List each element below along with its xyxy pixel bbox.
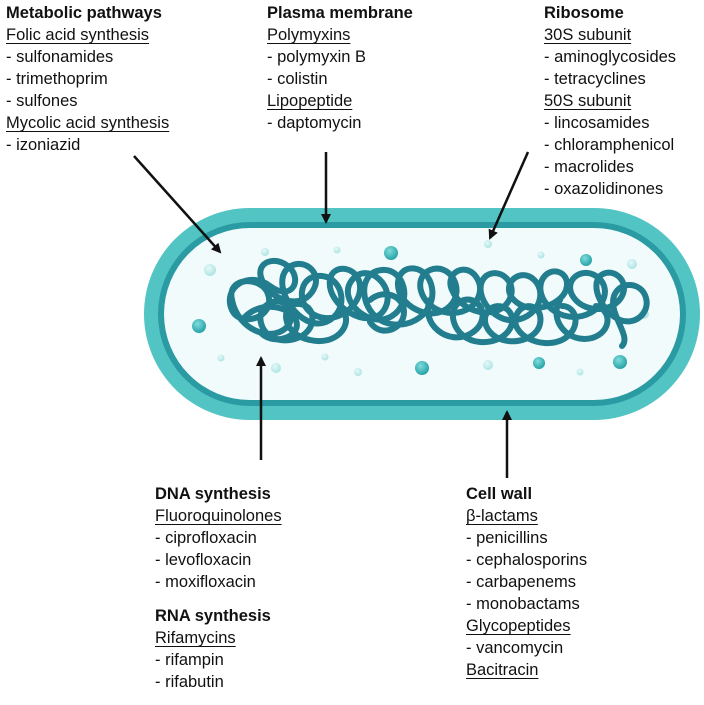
membrane-drug-item: - polymyxin B bbox=[267, 48, 367, 66]
dna-drug-item: - levofloxacin bbox=[155, 551, 252, 569]
metabolic-drug-item: - sulfonamides bbox=[6, 48, 114, 66]
ribosome bbox=[627, 259, 637, 269]
cellwall-drug-item: - cephalosporins bbox=[466, 551, 588, 569]
ribosome bbox=[384, 246, 398, 260]
ribosome bbox=[576, 368, 584, 376]
ribosome-drug-item: - tetracyclines bbox=[544, 70, 646, 88]
membrane-drug-item: - colistin bbox=[267, 70, 328, 88]
rna-group-heading: Rifamycins bbox=[155, 629, 236, 647]
ribosome bbox=[483, 360, 493, 370]
ribosome bbox=[333, 246, 341, 254]
rna-drug-item: - rifampin bbox=[155, 651, 224, 669]
dna-drug-item: - ciprofloxacin bbox=[155, 529, 257, 547]
ribosome-drug-item: - lincosamides bbox=[544, 114, 650, 132]
cell-wall-block: Cell wall β-lactams - penicillins - cephalo… bbox=[466, 483, 587, 681]
ribosome bbox=[261, 248, 269, 256]
dna-title: DNA synthesis bbox=[155, 485, 271, 503]
ribosome bbox=[217, 354, 225, 362]
ribosome-group-heading: 50S subunit bbox=[544, 92, 632, 110]
ribosomes bbox=[192, 240, 649, 376]
cellwall-drug-item: - monobactams bbox=[466, 595, 580, 613]
cellwall-group-heading: Bacitracin bbox=[466, 661, 539, 679]
ribosome bbox=[204, 264, 216, 276]
cellwall-title: Cell wall bbox=[466, 485, 533, 503]
ribosome bbox=[321, 353, 329, 361]
membrane-group-heading: Polymyxins bbox=[267, 26, 351, 44]
metabolic-group-heading: Folic acid synthesis bbox=[6, 26, 150, 44]
ribosome bbox=[580, 254, 592, 266]
membrane-group-heading: Lipopeptide bbox=[267, 92, 353, 110]
ribosome-block: Ribosome 30S subunit - aminoglycosides - te… bbox=[544, 2, 676, 200]
metabolic-drug-item: - sulfones bbox=[6, 92, 78, 110]
nucleoid-dna bbox=[227, 257, 650, 349]
membrane-drug-item: - daptomycin bbox=[267, 114, 362, 132]
ribosome-group-heading: 30S subunit bbox=[544, 26, 632, 44]
ribosome bbox=[271, 363, 281, 373]
ribosome-drug-item: - macrolides bbox=[544, 158, 634, 176]
cellwall-drug-item: - carbapenems bbox=[466, 573, 577, 591]
ribosome bbox=[613, 355, 627, 369]
metabolic-title: Metabolic pathways bbox=[6, 4, 162, 22]
membrane-title: Plasma membrane bbox=[267, 4, 413, 22]
dna-drug-item: - moxifloxacin bbox=[155, 573, 256, 591]
ribosome bbox=[484, 240, 492, 248]
ribosome-drug-item: - oxazolidinones bbox=[544, 180, 664, 198]
ribosome-drug-item: - chloramphenicol bbox=[544, 136, 675, 154]
rna-drug-item: - rifabutin bbox=[155, 673, 224, 691]
section-gap bbox=[155, 593, 282, 605]
cellwall-group-heading: β-lactams bbox=[466, 507, 538, 525]
cellwall-group-heading: Glycopeptides bbox=[466, 617, 571, 635]
metabolic-group-heading: Mycolic acid synthesis bbox=[6, 114, 170, 132]
ribosome bbox=[192, 319, 206, 333]
cellwall-drug-item: - penicillins bbox=[466, 529, 548, 547]
ribosome bbox=[533, 357, 545, 369]
metabolic-drug-item: - trimethoprim bbox=[6, 70, 108, 88]
ribosome-title: Ribosome bbox=[544, 4, 624, 22]
metabolic-drug-item: - izoniazid bbox=[6, 136, 81, 154]
arrow-metabolic bbox=[133, 155, 222, 254]
ribosome bbox=[354, 368, 362, 376]
cellwall-drug-item: - vancomycin bbox=[466, 639, 564, 657]
ribosome bbox=[537, 251, 545, 259]
ribosome bbox=[415, 361, 429, 375]
arrow-ribosome bbox=[488, 151, 530, 240]
rna-title: RNA synthesis bbox=[155, 607, 271, 625]
dna-group-heading: Fluoroquinolones bbox=[155, 507, 282, 525]
ribosome-drug-item: - aminoglycosides bbox=[544, 48, 677, 66]
